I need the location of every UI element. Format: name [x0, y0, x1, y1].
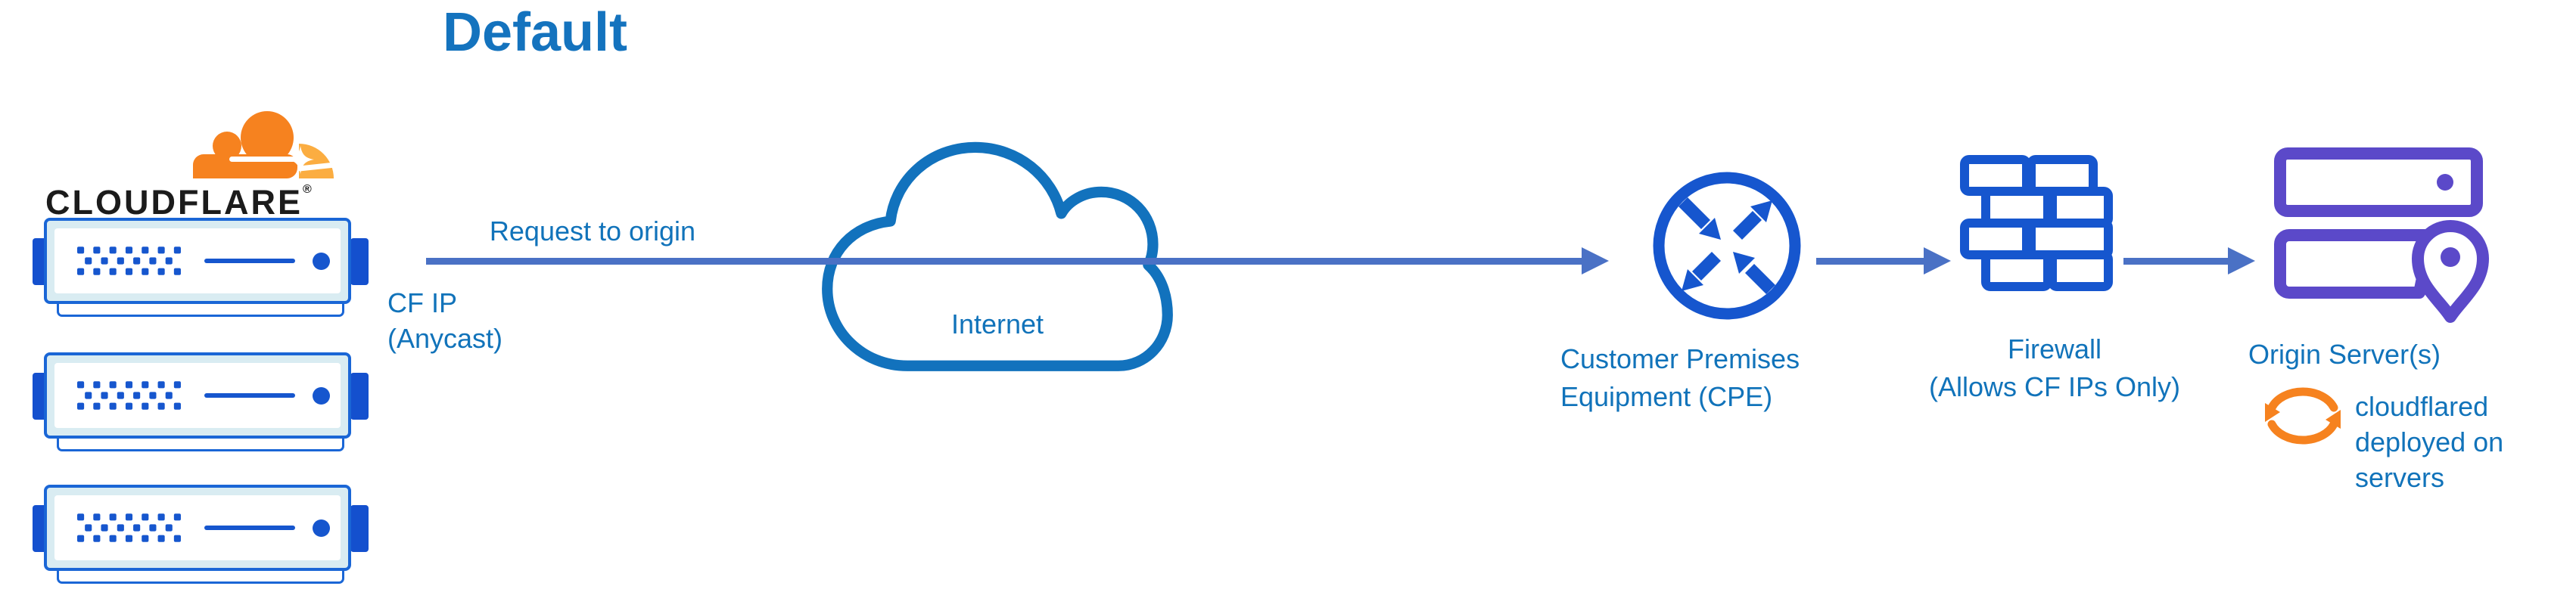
server-body: [44, 218, 351, 304]
arrow-right-icon: [1924, 247, 1951, 274]
request-to-origin-label: Request to origin: [489, 216, 696, 247]
server-side-tab: [350, 238, 369, 285]
server-side-tab: [350, 373, 369, 420]
server-faceplate: [54, 495, 341, 560]
brick-wall-icon: [1960, 155, 2113, 291]
server-base-tray: [57, 571, 344, 584]
server-led-dot: [313, 252, 330, 270]
server-vents-icon: [77, 513, 181, 542]
server-slot-line: [204, 526, 295, 530]
cpe-label: Customer Premises Equipment (CPE): [1560, 343, 1800, 412]
flow-line-firewall-to-origin: [2123, 258, 2228, 265]
edge-server-2: [33, 352, 369, 452]
cloudflared-label: cloudflared deployed on servers: [2355, 391, 2504, 493]
server-base-tray: [57, 304, 344, 317]
server-led-dot: [313, 519, 330, 537]
server-faceplate: [54, 228, 341, 293]
flow-line-cpe-to-firewall: [1816, 258, 1924, 265]
cf-ip-anycast-label: CF IP (Anycast): [387, 287, 503, 354]
server-side-tab: [350, 505, 369, 552]
firewall-label: Firewall (Allows CF IPs Only): [1928, 333, 2181, 402]
server-base-tray: [57, 439, 344, 451]
server-slot-line: [204, 393, 295, 398]
server-vents-icon: [77, 247, 181, 275]
server-slot-line: [204, 259, 295, 263]
cloudflare-wordmark-text: CLOUDFLARE: [45, 183, 303, 222]
server-body: [44, 352, 351, 439]
arrow-right-icon: [1582, 247, 1609, 274]
edge-server-3: [33, 485, 369, 585]
server-body: [44, 485, 351, 571]
server-led-dot: [313, 386, 330, 405]
internet-label: Internet: [950, 309, 1044, 340]
server-faceplate: [54, 363, 341, 428]
flow-line-cf-to-cpe: [426, 258, 1582, 265]
cloudflare-wordmark: CLOUDFLARE®: [45, 183, 312, 222]
sync-arrows-icon: [2265, 387, 2341, 445]
origin-servers-label: Origin Server(s): [2248, 339, 2441, 370]
server-location-pin-icon: [2274, 147, 2489, 323]
edge-server-1: [33, 218, 369, 318]
registered-trademark: ®: [302, 183, 312, 196]
router-crossed-arrows-icon: [1653, 172, 1801, 320]
internet-cloud-icon: [822, 141, 1173, 371]
server-vents-icon: [77, 381, 181, 410]
cloudflare-cloud-logo-icon: [193, 111, 337, 178]
arrow-right-icon: [2228, 247, 2255, 274]
diagram-title: Default: [443, 2, 628, 63]
